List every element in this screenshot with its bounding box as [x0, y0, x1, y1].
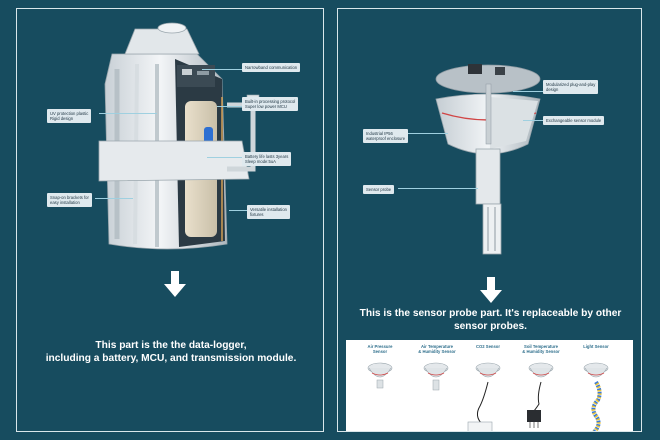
leader-snap — [95, 198, 133, 199]
label-modularized: Modularized plug-and-play design — [543, 80, 599, 95]
leader-battery — [207, 157, 242, 158]
leader-narrowband — [202, 69, 242, 70]
sensor-probe-panel: Modularized plug-and-play design Industr… — [337, 8, 642, 432]
leader-versatile — [229, 210, 247, 211]
leader-ip56 — [403, 133, 448, 134]
sensor-probe-illustration — [435, 64, 541, 255]
sensor-probe-caption: This is the sensor probe part. It's repl… — [359, 308, 622, 332]
label-builtin: Built-in processing protocol Super low p… — [242, 97, 299, 112]
leader-modularized — [513, 91, 543, 92]
down-arrow-icon — [164, 271, 186, 297]
sensor-co2: CO2 Sensor — [476, 344, 500, 349]
leader-exchangeable — [523, 120, 543, 121]
sensor-light: Light Sensor — [583, 344, 609, 349]
label-versatile: Versatile installation fixtures — [247, 205, 291, 220]
sensor-products-illustration — [367, 362, 609, 431]
data-logger-caption: This part is the the data-logger, includ… — [45, 340, 297, 364]
leader-uv — [99, 113, 157, 114]
data-logger-panel: Narrowband communication Built-in proces… — [16, 8, 324, 432]
leader-builtin — [217, 106, 242, 107]
sensor-air-temp-humidity: Air Temperature& Humidity Sensor — [418, 344, 456, 354]
label-narrowband: Narrowband communication — [242, 63, 301, 73]
down-arrow-icon — [480, 277, 502, 303]
data-logger-illustration — [98, 22, 260, 250]
label-ip56: Industrial IP56 waterproof enclosure — [363, 129, 409, 144]
label-exchangeable: Exchangeable sensor module — [543, 116, 605, 126]
sensor-soil-temp-humidity: Soil Temperature& Humidity Sensor — [522, 344, 560, 354]
label-battery: Battery life lasts 3years Sleep mode:5uA — [242, 152, 292, 167]
leader-probe — [398, 188, 478, 189]
label-sensor-probe: Sensor probe — [363, 185, 395, 195]
label-snap-on: Snap-on brackets for easy installation — [47, 193, 92, 208]
label-uv-protection: UV protection plastic Rigid design — [47, 109, 92, 124]
